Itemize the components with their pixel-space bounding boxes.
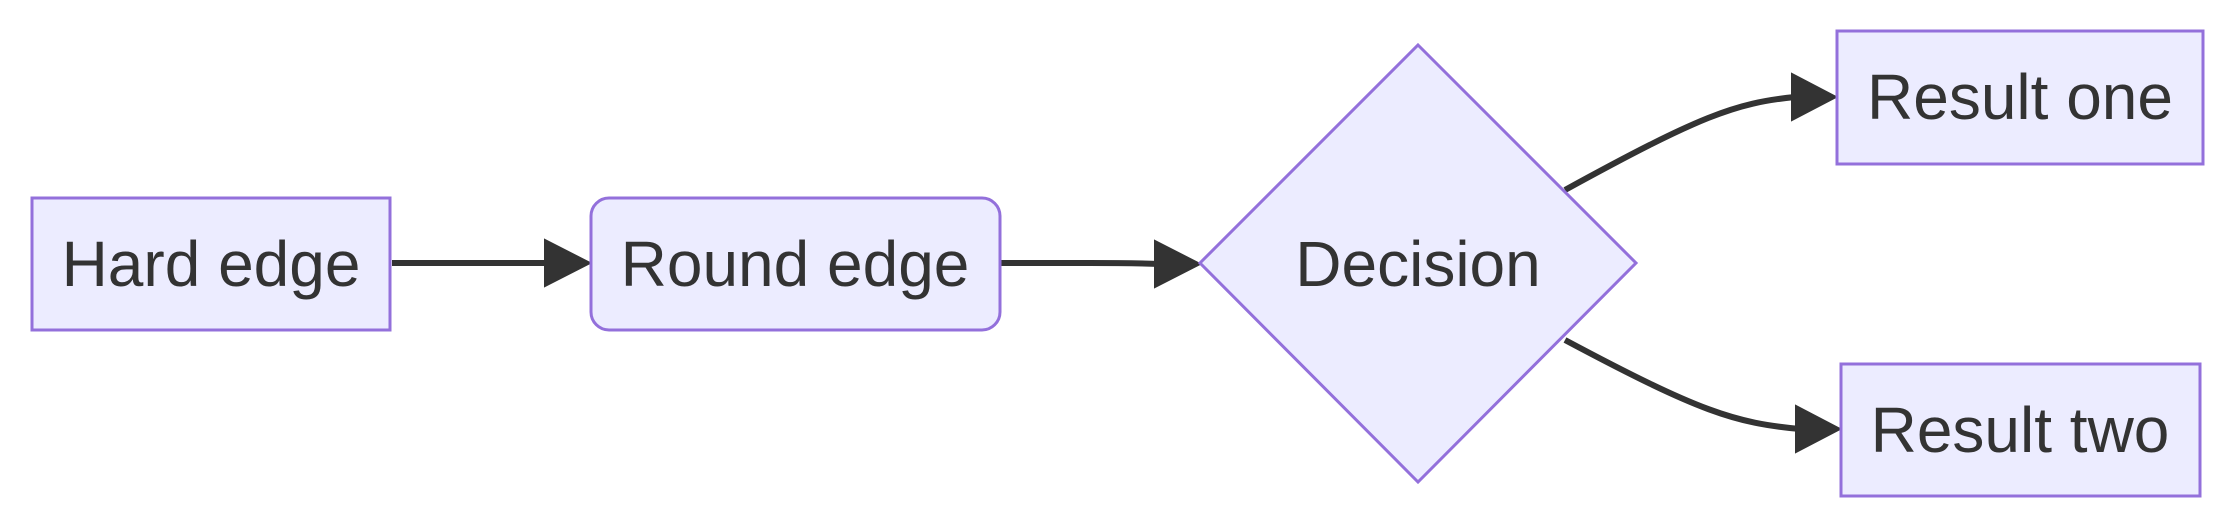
node-hard-edge-label: Hard edge — [62, 228, 361, 300]
edge-round-to-decision — [1000, 239, 1203, 289]
edge-decision-to-result-one — [1563, 72, 1839, 193]
node-result-one-label: Result one — [1867, 61, 2173, 133]
node-decision-label: Decision — [1295, 228, 1540, 300]
node-result-two[interactable]: Result two — [1839, 362, 2202, 498]
node-result-two-label: Result two — [1871, 394, 2170, 466]
edge-decision-to-result-two — [1563, 337, 1843, 454]
edge-hard-to-round — [392, 238, 593, 288]
node-hard-edge[interactable]: Hard edge — [30, 196, 392, 332]
node-result-one[interactable]: Result one — [1835, 29, 2205, 166]
node-decision[interactable]: Decision — [1197, 42, 1639, 485]
node-round-edge-label: Round edge — [621, 228, 970, 300]
node-round-edge[interactable]: Round edge — [589, 196, 1002, 332]
